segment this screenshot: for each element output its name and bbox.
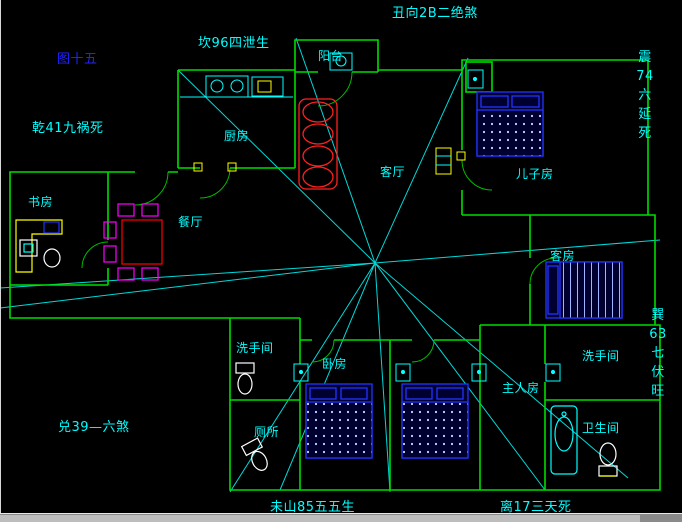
tv-cabinet — [435, 147, 452, 175]
room-label-toilet: 厕所 — [254, 425, 280, 439]
toilet-bathroom — [598, 442, 618, 477]
washing-machine — [329, 52, 353, 71]
computer-monitor — [19, 239, 38, 257]
annotation-chouxiang: 丑向2B二绝煞 — [392, 6, 478, 21]
door-marker — [293, 69, 561, 382]
room-label-bathroom: 卫生间 — [582, 421, 620, 435]
sofa — [298, 98, 338, 190]
room-label-guest-room: 客房 — [550, 249, 576, 263]
dining-set — [103, 203, 163, 281]
desk-chair — [43, 248, 61, 268]
room-label-son-room: 儿子房 — [516, 167, 554, 181]
kitchen-counter — [180, 75, 293, 98]
toilet-wc — [240, 437, 268, 471]
room-label-balcony: 阳台 — [318, 49, 344, 63]
annotation-li: 离17三天死 — [500, 500, 572, 515]
doors — [81, 71, 557, 363]
room-label-living: 客厅 — [380, 165, 406, 179]
walls — [9, 39, 661, 491]
bed-guest — [545, 261, 623, 319]
annotation-zhen: 震 74 六 延 死 — [636, 50, 654, 141]
bottom-scrollbar[interactable] — [0, 513, 682, 522]
toilet-washroom-left — [235, 362, 255, 395]
bed-son — [476, 91, 544, 157]
room-label-bedroom: 卧房 — [322, 357, 348, 371]
room-label-washroom-left: 洗手间 — [236, 341, 274, 355]
analysis-rays — [0, 37, 661, 493]
annotation-weishan: 未山85五五生 — [270, 500, 356, 515]
annotation-qian: 乾41九祸死 — [32, 121, 104, 136]
annotation-kan: 坎96四泄生 — [198, 36, 270, 51]
bathtub — [550, 405, 578, 475]
figure-caption: 图十五 — [57, 52, 98, 67]
room-label-dining: 餐厅 — [178, 215, 204, 229]
room-label-master-room: 主人房 — [502, 381, 540, 395]
window-border-left — [0, 0, 1, 522]
annotation-xun: 巽 63 七 伏 旺 — [649, 308, 667, 399]
room-label-study: 书房 — [28, 195, 54, 209]
bed-2 — [401, 383, 469, 459]
scrollbar-thumb[interactable] — [0, 515, 640, 522]
study-desk — [15, 219, 63, 273]
annotation-dui: 兑39—六煞 — [58, 420, 130, 435]
room-label-kitchen: 厨房 — [224, 129, 250, 143]
bed-1 — [305, 383, 373, 459]
door-jambs — [193, 151, 466, 172]
room-label-washroom-right: 洗手间 — [582, 349, 620, 363]
